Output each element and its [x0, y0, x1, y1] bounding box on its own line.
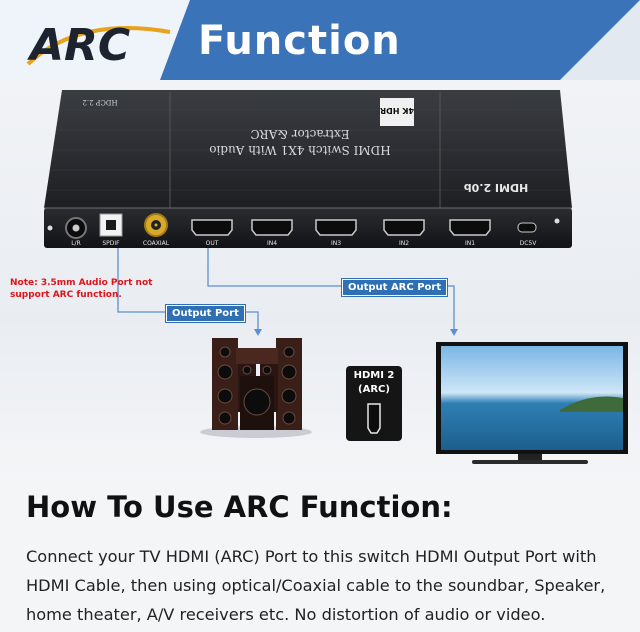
hdmi-port-icon [367, 403, 381, 434]
port-spdif[interactable] [99, 213, 123, 237]
tv-image [436, 342, 628, 464]
port-in3[interactable] [315, 219, 357, 236]
connection-lines [117, 248, 455, 332]
port-dc5v[interactable] [517, 218, 560, 233]
arc-logo-text: ARC [27, 20, 130, 68]
port-label-in3: IN3 [331, 240, 341, 247]
4k-hdr-badge: 4K HDR [380, 98, 414, 126]
port-label-audio: L/R [71, 240, 81, 247]
device-name-line1: HDMI Switch 4X1 With Audio [209, 143, 390, 157]
howto-title: How To Use ARC Function: [26, 490, 453, 524]
hdmi-arc-port-label: HDMI 2 (ARC) [346, 369, 402, 397]
speaker-system-image [200, 338, 312, 438]
svg-text:HDMI 2.0b: HDMI 2.0b [464, 181, 529, 194]
howto-body: Connect your TV HDMI (ARC) Port to this … [26, 547, 606, 624]
arc-logo: ARC [24, 12, 174, 71]
product-diagram: HDCP 2.2 HDMI Switch 4X1 With Audio Extr… [44, 90, 628, 464]
switch-device [44, 90, 572, 248]
port-in1[interactable] [449, 219, 491, 236]
port-in2[interactable] [383, 219, 425, 236]
device-name: HDMI Switch 4X1 With Audio Extractor &AR… [209, 127, 390, 157]
port-in4[interactable] [251, 219, 293, 236]
port-label-in2: IN2 [399, 240, 409, 247]
port-label-coaxial: COAXIAL [143, 240, 170, 247]
hdmi-arc-port-line1: HDMI 2 [353, 370, 395, 381]
port-label-out: OUT [206, 240, 219, 247]
header-banner [0, 0, 640, 80]
hdmi-logo: HDMI 2.0b [464, 181, 529, 194]
svg-text:4K HDR: 4K HDR [380, 106, 414, 115]
header-title: Function [198, 18, 401, 64]
port-coaxial[interactable] [144, 213, 168, 237]
port-label-spdif: SPDIF [102, 240, 120, 247]
svg-text:HDCP 2.2: HDCP 2.2 [82, 98, 117, 106]
output-port-callout: Output Port [166, 305, 245, 322]
hdcp-label: HDCP 2.2 [82, 98, 117, 106]
hdmi-arc-port-line2: (ARC) [358, 384, 390, 395]
port-label-dc5v: DC5V [520, 240, 538, 247]
output-arc-port-callout: Output ARC Port [342, 279, 448, 296]
device-name-line2: Extractor &ARC [250, 127, 349, 141]
port-out[interactable] [191, 219, 233, 236]
port-audio[interactable] [47, 217, 87, 239]
port-label-in1: IN1 [465, 240, 475, 247]
audio-port-note: Note: 3.5mm Audio Port not support ARC f… [10, 278, 153, 300]
port-label-in4: IN4 [267, 240, 277, 247]
